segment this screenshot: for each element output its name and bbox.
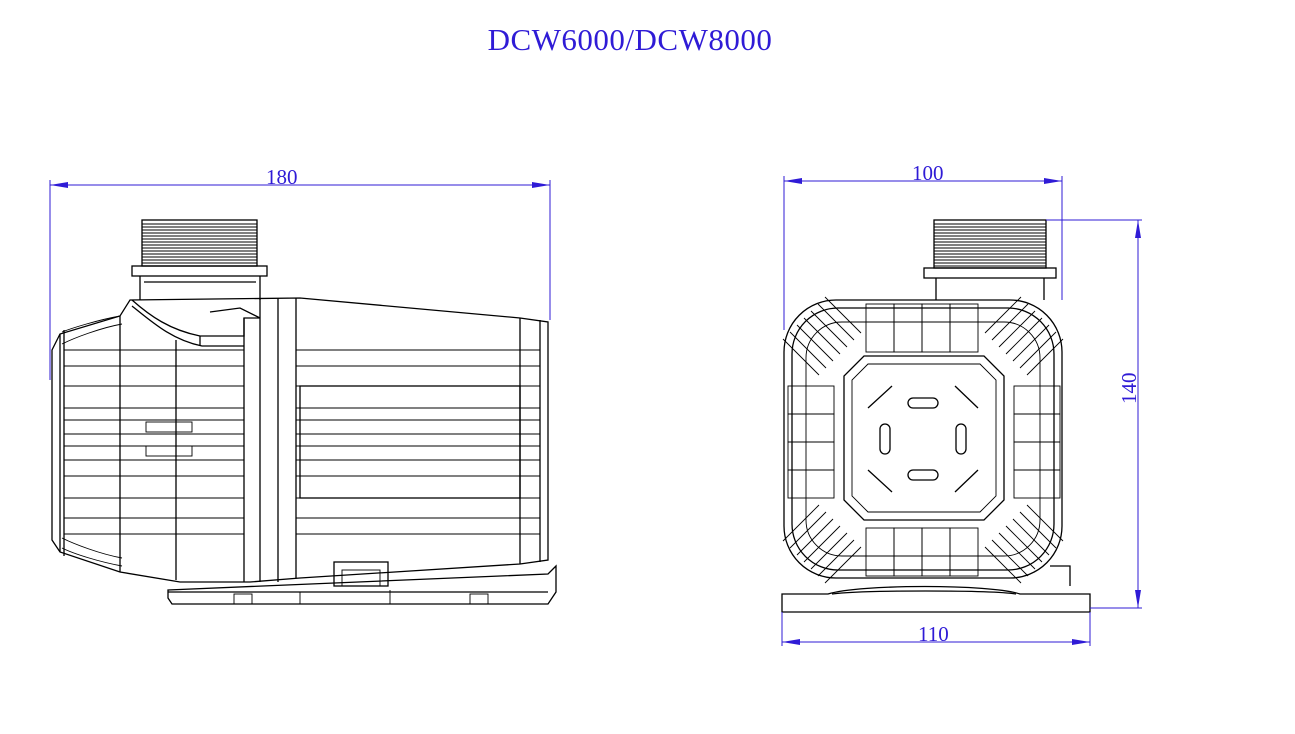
front-view <box>781 219 1091 613</box>
side-outlet-thread <box>131 219 268 300</box>
width-label: 100 <box>912 161 944 185</box>
base-width-label: 110 <box>918 622 949 646</box>
side-body <box>51 297 549 583</box>
front-base-dimension: 110 <box>781 612 1091 646</box>
front-base <box>781 565 1091 613</box>
front-rib-blocks <box>782 296 1064 584</box>
drawing-title: DCW6000/DCW8000 <box>487 22 773 57</box>
side-base <box>167 561 557 605</box>
front-intake-slots <box>867 385 979 493</box>
side-view <box>51 219 557 605</box>
front-outlet-thread <box>923 219 1057 300</box>
front-height-dimension: 140 <box>1046 219 1142 609</box>
side-length-dimension: 180 <box>49 165 551 380</box>
height-label: 140 <box>1117 373 1141 405</box>
length-label: 180 <box>266 165 298 189</box>
front-width-dimension: 100 <box>783 161 1063 330</box>
